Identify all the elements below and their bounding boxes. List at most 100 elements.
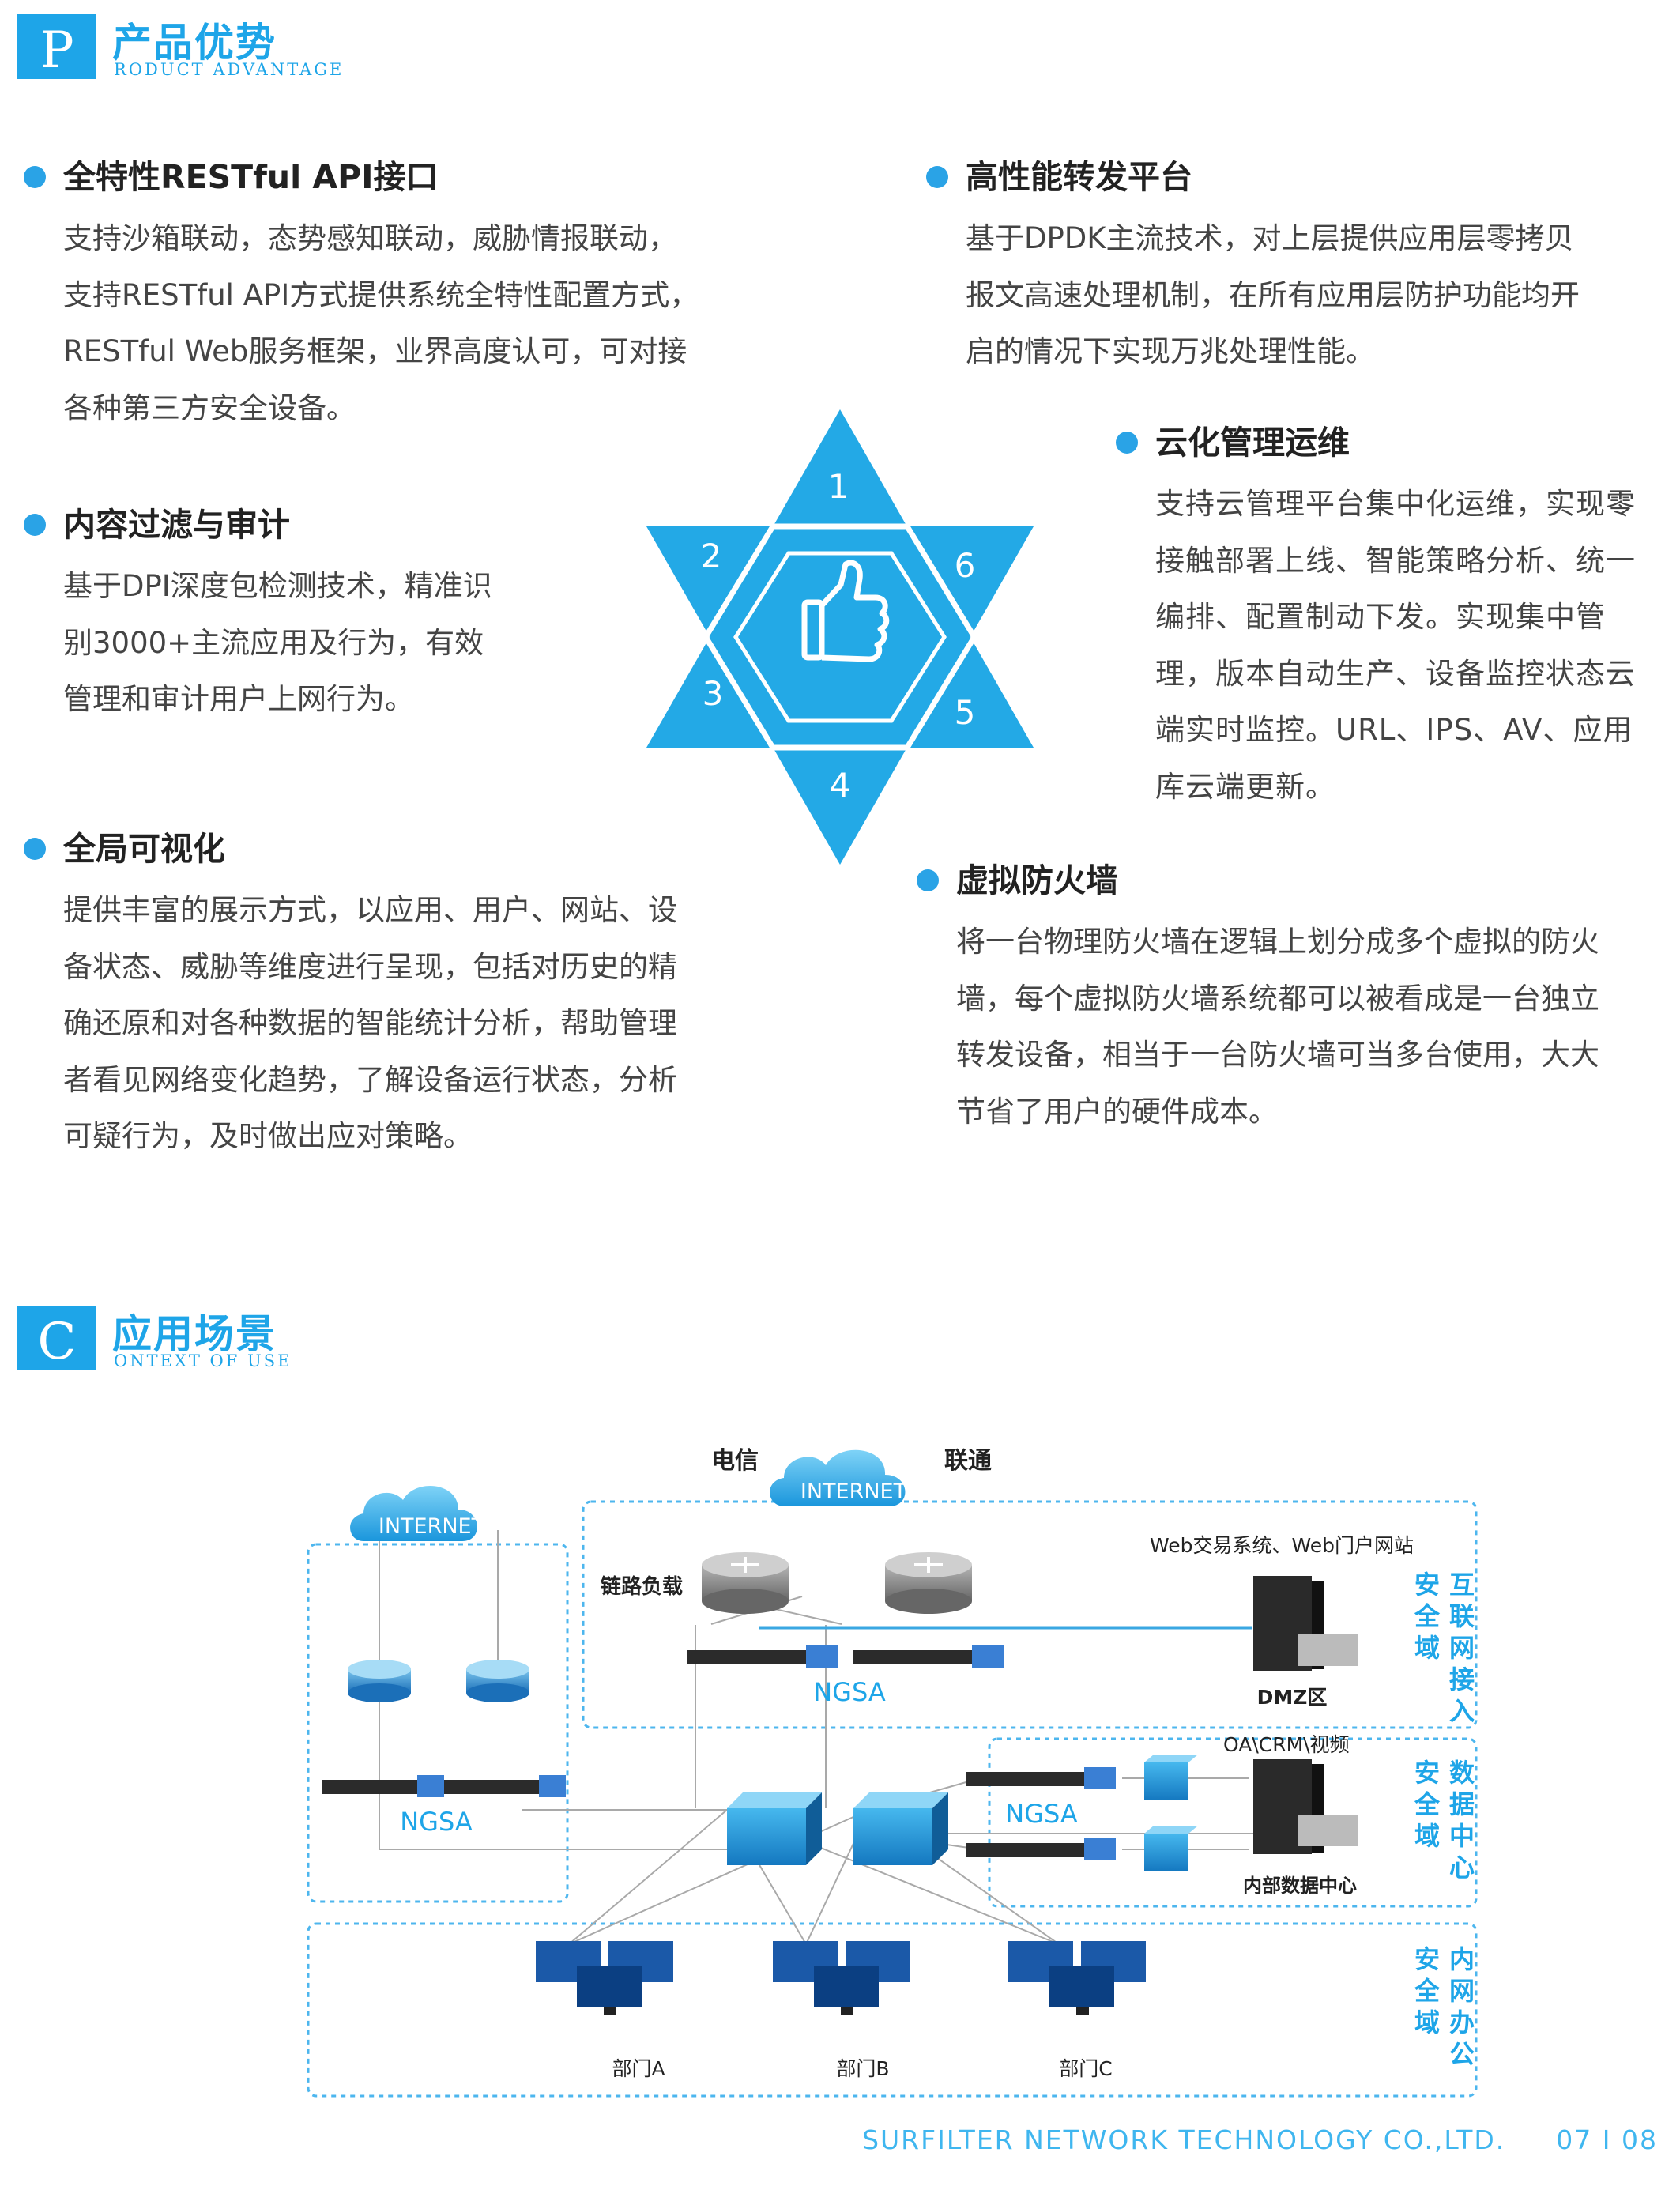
network-diagram: INTERNET INTERNET 电信 联通 链路负载 NGSA [307, 1447, 1478, 2098]
oa-label: OA\CRM\视频 [1223, 1733, 1350, 1756]
svg-text:全: 全 [1414, 1976, 1441, 2006]
feature-title: 全特性RESTful API接口 [63, 158, 439, 196]
section-title: 应用场景 [112, 1311, 277, 1357]
feature-title: 云化管理运维 [1155, 424, 1350, 462]
feature-desc: 基于DPDK主流技术，对上层提供应用层零拷贝 报文高速处理机制，在所有应用层防护… [966, 221, 1580, 368]
connection-lines [379, 1530, 1312, 1945]
thumbs-up-icon [801, 560, 890, 662]
ngsa-appliance-icon [687, 1645, 838, 1668]
dept-c-label: 部门C [1059, 2057, 1112, 2080]
switch-icon [1144, 1755, 1198, 1800]
svg-text:安: 安 [1414, 1570, 1440, 1600]
core-switch-icon [727, 1792, 822, 1865]
ngsa-label-dc: NGSA [1005, 1799, 1078, 1829]
dept-a-computers [536, 1941, 673, 2015]
ngsa-appliance-icon [322, 1775, 444, 1797]
ngsa-appliance-icon [966, 1767, 1116, 1789]
internal-dc-label: 内部数据中心 [1243, 1875, 1357, 1897]
internet-label-top: INTERNET [800, 1479, 907, 1504]
bullet-dot [24, 838, 46, 860]
feature-desc: 支持沙箱联动，态势感知联动，威胁情报联动， 支持RESTful API方式提供系… [63, 221, 699, 425]
hexagram-graphic: 1 2 3 4 5 6 [646, 409, 1034, 865]
switch-icon [1144, 1826, 1198, 1871]
ngsa-label-top: NGSA [813, 1677, 886, 1707]
feature-cloud: 云化管理运维 支持云管理平台集中化运维，实现零 接触部署上线、智能策略分析、统一… [1116, 420, 1680, 816]
svg-text:接: 接 [1449, 1664, 1475, 1694]
section-subtitle: RODUCT ADVANTAGE [114, 60, 345, 79]
svg-text:全: 全 [1414, 1789, 1441, 1819]
page-footer: SURFILTER NETWORK TECHNOLOGY CO.,LTD. 07 … [862, 2124, 1658, 2155]
svg-text:网: 网 [1449, 1633, 1475, 1663]
zone-left-branch [307, 1543, 569, 1903]
svg-text:办: 办 [1449, 2007, 1475, 2037]
svg-text:联: 联 [1449, 1601, 1475, 1631]
web-system-label: Web交易系统、Web门户网站 [1150, 1534, 1414, 1557]
svg-text:中: 中 [1449, 1821, 1475, 1851]
feature-filter: 内容过滤与审计 基于DPI深度包检测技术，精准识 别3000+主流应用及行为，有… [24, 503, 608, 732]
feature-title: 虚拟防火墙 [956, 861, 1118, 899]
svg-text:安: 安 [1414, 1944, 1440, 1974]
cloud-icon [770, 1449, 906, 1506]
router-icon [348, 1660, 411, 1702]
feature-desc: 将一台物理防火墙在逻辑上划分成多个虚拟的防火 墙，每个虚拟防火墙系统都可以被看成… [956, 925, 1599, 1129]
feature-vfw: 虚拟防火墙 将一台物理防火墙在逻辑上划分成多个虚拟的防火 墙，每个虚拟防火墙系统… [917, 858, 1680, 1143]
dept-b-computers [773, 1941, 910, 2015]
server-tower-icon [1253, 1576, 1358, 1671]
router-icon [885, 1552, 972, 1614]
zone-label-dc: 数 据 中 心 安 全 域 [1414, 1758, 1475, 1883]
section-letter: C [17, 1306, 96, 1371]
feature-title: 内容过滤与审计 [63, 506, 290, 544]
feature-title: 全局可视化 [63, 830, 225, 868]
svg-text:域: 域 [1414, 2007, 1440, 2037]
dept-b-label: 部门B [836, 2057, 889, 2080]
zone-datacenter [988, 1737, 1478, 1908]
star-number-5: 5 [955, 693, 976, 732]
zone-internet-access [582, 1500, 1478, 1729]
svg-text:公: 公 [1449, 2039, 1475, 2069]
bullet-dot [24, 514, 46, 536]
feature-restful: 全特性RESTful API接口 支持沙箱联动，态势感知联动，威胁情报联动， 支… [24, 155, 759, 439]
telecom-label: 电信 [711, 1447, 759, 1475]
section-title: 产品优势 [112, 20, 277, 66]
core-switch-icon [853, 1792, 948, 1865]
star-inner-hexagon-2 [733, 551, 947, 723]
router-icon [466, 1660, 529, 1702]
bullet-dot [926, 166, 948, 188]
feature-forward: 高性能转发平台 基于DPDK主流技术，对上层提供应用层零拷贝 报文高速处理机制，… [926, 155, 1669, 384]
svg-text:据: 据 [1449, 1789, 1475, 1819]
feature-desc: 提供丰富的展示方式，以应用、用户、网站、设 备状态、威胁等维度进行呈现，包括对历… [63, 893, 677, 1153]
zone-label-internet: 互 联 网 接 入 安 全 域 [1414, 1570, 1475, 1726]
svg-text:域: 域 [1414, 1633, 1440, 1663]
router-icon [702, 1552, 789, 1614]
page-number: 07 I 08 [1556, 2124, 1658, 2155]
bullet-dot [1116, 432, 1138, 454]
ngsa-appliance-icon [966, 1838, 1116, 1860]
svg-text:域: 域 [1414, 1821, 1440, 1851]
dept-a-label: 部门A [612, 2057, 665, 2080]
ngsa-label-left: NGSA [400, 1807, 473, 1837]
section-letter: P [17, 14, 96, 80]
star-inner-hexagon [702, 523, 978, 751]
svg-text:全: 全 [1414, 1601, 1441, 1631]
svg-text:内: 内 [1449, 1944, 1475, 1974]
svg-text:互: 互 [1449, 1570, 1475, 1600]
dept-c-computers [1008, 1941, 1146, 2015]
star-number-6: 6 [955, 546, 976, 585]
unicom-label: 联通 [944, 1447, 992, 1475]
svg-text:安: 安 [1414, 1758, 1440, 1788]
link-lb-label: 链路负载 [601, 1574, 683, 1599]
svg-text:数: 数 [1449, 1758, 1475, 1788]
bullet-dot [24, 166, 46, 188]
ngsa-appliance-icon [444, 1775, 566, 1797]
svg-text:网: 网 [1449, 1976, 1475, 2006]
section-subtitle: ONTEXT OF USE [114, 1351, 292, 1370]
svg-text:入: 入 [1449, 1696, 1475, 1726]
bullet-dot [917, 869, 939, 891]
zone-office [307, 1922, 1478, 2098]
zone-label-office: 内 网 办 公 安 全 域 [1414, 1944, 1475, 2069]
star-number-3: 3 [703, 674, 724, 713]
company-name: SURFILTER NETWORK TECHNOLOGY CO.,LTD. [862, 2124, 1506, 2155]
dmz-label: DMZ区 [1257, 1686, 1328, 1709]
server-tower-icon [1253, 1759, 1358, 1854]
star-number-2: 2 [701, 537, 722, 575]
